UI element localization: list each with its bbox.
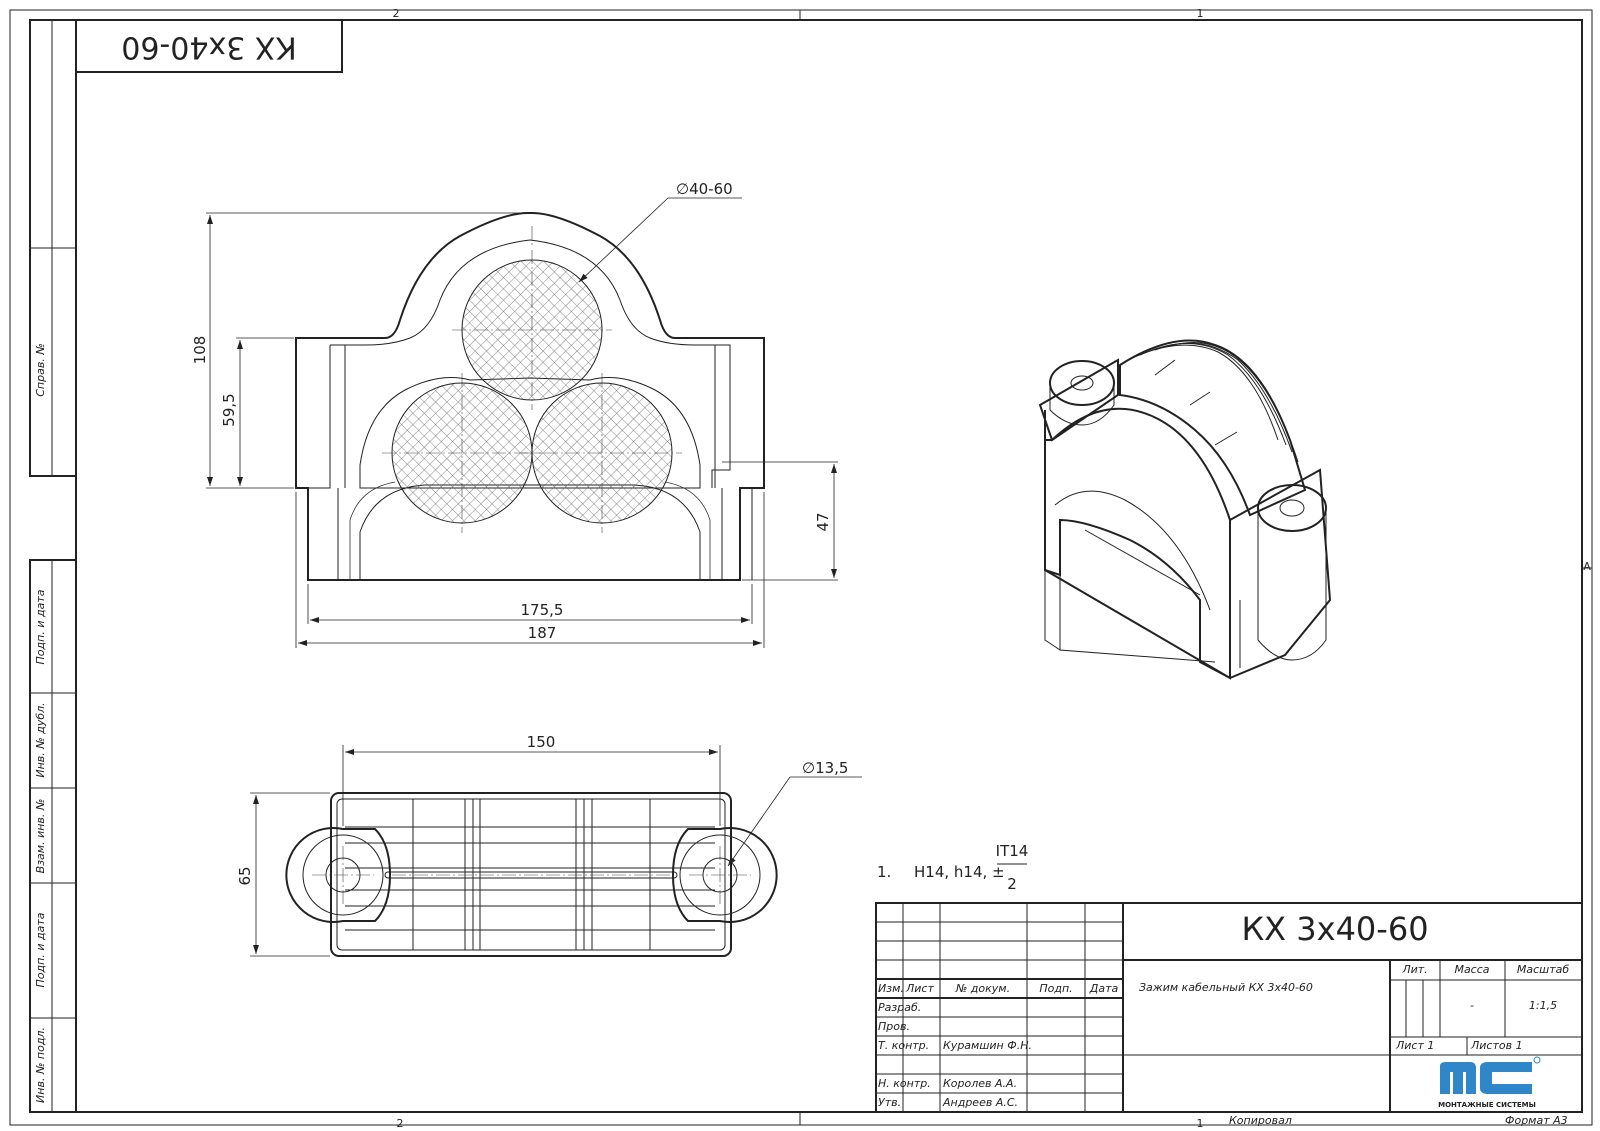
zone-label-bottom-right: 1	[1197, 1117, 1204, 1130]
note-number: 1.	[877, 863, 891, 881]
title-designation: КХ 3х40-60	[1241, 910, 1428, 948]
col-header-doc: № докум.	[955, 982, 1010, 995]
mass-label: Масса	[1454, 963, 1489, 976]
dim-height-low: 47	[814, 512, 832, 531]
scale-label: Масштаб	[1517, 963, 1569, 976]
row-label-tkontr: Т. контр.	[878, 1039, 929, 1052]
dim-width-inner: 175,5	[521, 601, 564, 619]
top-dimensions	[250, 745, 862, 957]
name-utv: Андреев А.С.	[942, 1096, 1018, 1109]
note-frac-top: IT14	[996, 842, 1029, 860]
zone-label-bottom-left: 2	[397, 1117, 404, 1130]
side-strip-label-podp1: Подп. и дата	[34, 589, 47, 664]
front-lower-saddle	[359, 484, 701, 580]
zone-label-top-left: 2	[393, 7, 400, 20]
front-cable-cavity	[359, 377, 701, 489]
col-header-date: Дата	[1089, 982, 1119, 995]
diameter-label: ∅40-60	[676, 180, 733, 198]
title-name: Зажим кабельный КХ 3х40-60	[1139, 981, 1313, 994]
stamp-box-label: КХ 3х40-60	[121, 30, 296, 65]
side-strip	[29, 19, 77, 1113]
format-label: Формат А3	[1505, 1114, 1568, 1127]
stamp-box	[75, 19, 343, 73]
diameter-leader	[578, 197, 669, 283]
sheet-label: Лист 1	[1395, 1039, 1434, 1052]
top-body-outline	[330, 792, 732, 957]
note-frac-bottom: 2	[1007, 875, 1017, 893]
side-strip-label-vzam: Взам. инв. №	[34, 799, 47, 874]
row-label-razrab: Разраб.	[878, 1001, 921, 1014]
top-view	[285, 792, 778, 957]
title-block	[875, 902, 1583, 1113]
side-strip-label-sprav: Справ. №	[34, 343, 47, 397]
logo-text: МОНТАЖНЫЕ СИСТЕМЫ	[1438, 1101, 1536, 1109]
col-header-sign: Подп.	[1039, 982, 1072, 995]
lit-label: Лит.	[1401, 963, 1427, 976]
row-label-prov: Пров.	[878, 1020, 910, 1033]
scale-value: 1:1,5	[1529, 999, 1557, 1012]
dim-width: 65	[236, 866, 254, 885]
dim-length: 150	[527, 733, 556, 751]
mass-value: -	[1470, 999, 1474, 1012]
col-header-izm: Изм.	[878, 982, 904, 995]
dim-height-total: 108	[191, 336, 209, 365]
zone-label-side: A	[1583, 560, 1591, 573]
hole-leader	[727, 776, 791, 867]
side-strip-label-inv-podl: Инв. № подл.	[34, 1027, 47, 1103]
front-view	[295, 197, 765, 581]
company-logo	[1440, 1056, 1541, 1094]
zone-label-top-right: 1	[1197, 7, 1204, 20]
front-saddle-inner	[330, 239, 731, 488]
side-strip-label-inv-dubl: Инв. № дубл.	[34, 702, 47, 777]
name-nkontr: Королев А.А.	[943, 1077, 1017, 1090]
isometric-view	[1038, 339, 1332, 680]
sheet-frame	[9, 9, 1593, 1126]
front-dimensions	[206, 212, 838, 648]
front-body-outline	[295, 211, 765, 581]
hole-label: ∅13,5	[802, 759, 848, 777]
note-text: H14, h14, ±	[914, 863, 1005, 881]
row-label-nkontr: Н. контр.	[878, 1077, 931, 1090]
row-label-utv: Утв.	[878, 1096, 901, 1109]
top-lug-left	[285, 827, 392, 923]
dim-height-mid: 59,5	[220, 393, 238, 426]
side-strip-label-podp2: Подп. и дата	[34, 912, 47, 987]
copied-label: Копировал	[1229, 1114, 1292, 1127]
name-tkontr: Курамшин Ф.Н.	[943, 1039, 1032, 1052]
dim-width-outer: 187	[528, 624, 557, 642]
col-header-list: Лист	[905, 982, 934, 995]
top-lug-right	[671, 827, 778, 923]
sheets-label: Листов 1	[1470, 1039, 1523, 1052]
